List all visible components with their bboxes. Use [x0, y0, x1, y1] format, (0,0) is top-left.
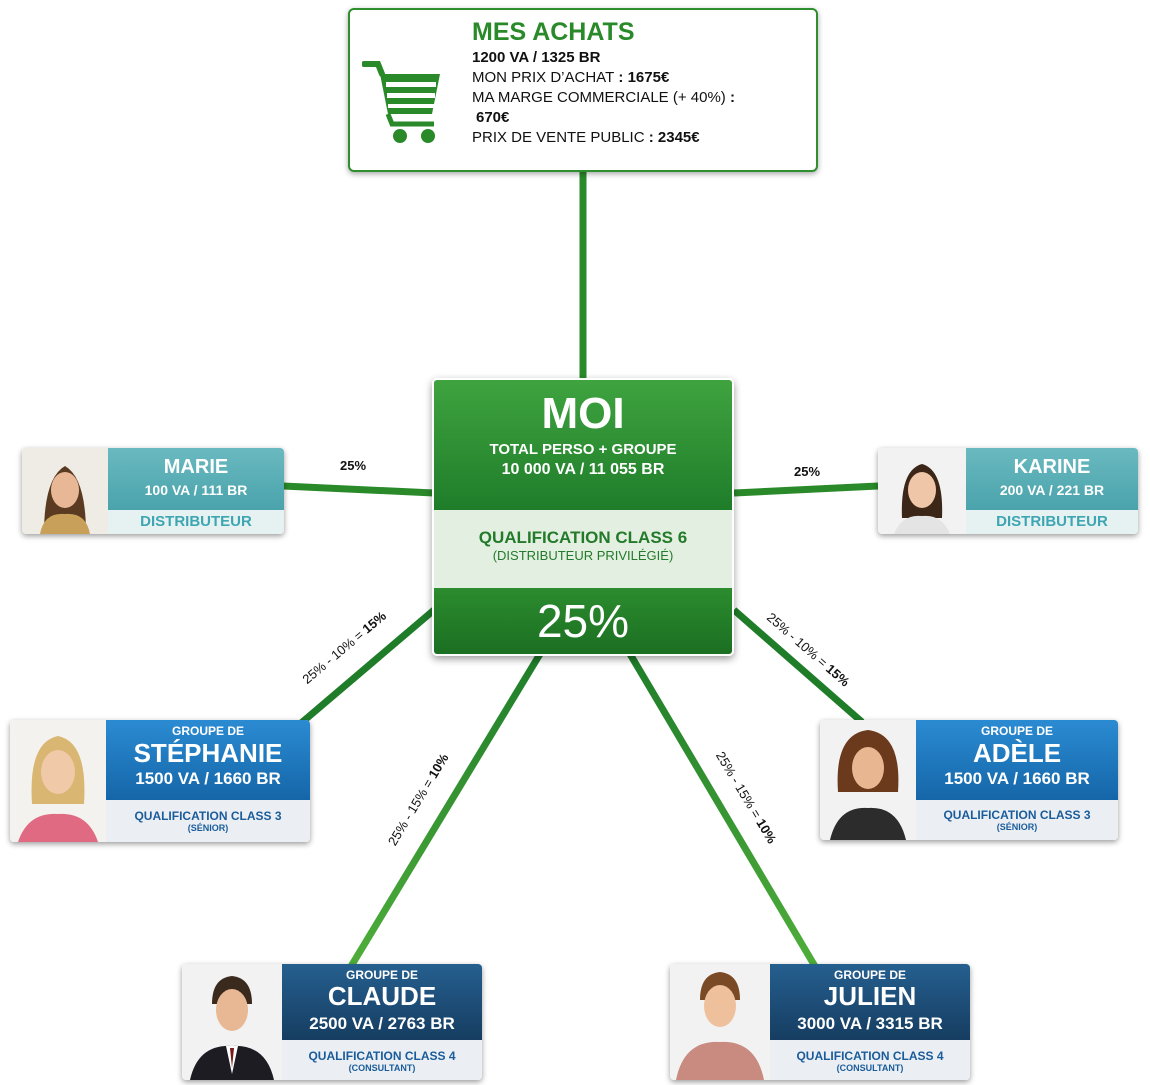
- moi-qualification: QUALIFICATION CLASS 6: [478, 528, 688, 547]
- stephanie-name: STÉPHANIE: [133, 738, 283, 768]
- avatar-julien: [670, 964, 770, 1080]
- adele-name: ADÈLE: [972, 738, 1062, 768]
- moi-qualification-sub: (DISTRIBUTEUR PRIVILÉGIÉ): [492, 548, 674, 563]
- stephanie-volume: 1500 VA / 1660 BR: [135, 769, 281, 788]
- card-karine: KARINE 200 VA / 221 BR DISTRIBUTEUR: [878, 448, 1138, 534]
- link-label-marie: 25%: [340, 458, 367, 473]
- avatar-karine: [878, 448, 966, 534]
- avatar-adele: [820, 720, 916, 840]
- card-julien: GROUPE DE JULIEN 3000 VA / 3315 BR QUALI…: [670, 964, 970, 1080]
- claude-qualification-sub: (CONSULTANT): [348, 1063, 416, 1073]
- stephanie-qualification: QUALIFICATION CLASS 3: [134, 809, 282, 823]
- purchases-box: MES ACHATS 1200 VA / 1325 BR MON PRIX D’…: [348, 8, 818, 172]
- line-adele: [731, 607, 865, 725]
- line-claude: [347, 652, 543, 970]
- purchases-volume: 1200 VA / 1325 BR: [472, 49, 601, 66]
- moi-volume: 10 000 VA / 11 055 BR: [501, 461, 665, 478]
- avatar-stephanie: [10, 720, 106, 842]
- marie-role: DISTRIBUTEUR: [108, 510, 284, 534]
- claude-prefix: GROUPE DE: [345, 968, 418, 982]
- retail-price-label: PRIX DE VENTE PUBLIC: [472, 129, 645, 146]
- julien-prefix: GROUPE DE: [833, 968, 906, 982]
- stephanie-qualification-sub: (SÉNIOR): [187, 823, 229, 833]
- karine-volume: 200 VA / 221 BR: [999, 482, 1105, 498]
- claude-name: CLAUDE: [327, 981, 437, 1011]
- adele-prefix: GROUPE DE: [980, 724, 1053, 738]
- moi-percent: 25%: [434, 588, 732, 654]
- julien-qualification-sub: (CONSULTANT): [836, 1063, 904, 1073]
- card-claude: GROUPE DE CLAUDE 2500 VA / 2763 BR QUALI…: [182, 964, 482, 1080]
- line-julien: [626, 652, 820, 970]
- marie-volume: 100 VA / 111 BR: [144, 482, 248, 498]
- card-stephanie: GROUPE DE STÉPHANIE 1500 VA / 1660 BR QU…: [10, 720, 310, 842]
- adele-qualification: QUALIFICATION CLASS 3: [943, 808, 1091, 822]
- avatar-claude: [182, 964, 282, 1080]
- marie-name: MARIE: [163, 456, 229, 478]
- karine-name: KARINE: [1013, 456, 1091, 478]
- margin-label: MA MARGE COMMERCIALE (+ 40%): [472, 89, 726, 106]
- avatar-marie: [22, 448, 108, 534]
- julien-qualification: QUALIFICATION CLASS 4: [796, 1049, 944, 1063]
- link-label-karine: 25%: [794, 464, 821, 479]
- moi-subtitle: TOTAL PERSO + GROUPE: [489, 441, 677, 458]
- claude-volume: 2500 VA / 2763 BR: [309, 1014, 455, 1033]
- purchases-title: MES ACHATS: [472, 18, 635, 46]
- julien-name: JULIEN: [823, 981, 917, 1011]
- julien-volume: 3000 VA / 3315 BR: [797, 1014, 943, 1033]
- line-stephanie: [297, 607, 437, 727]
- adele-qualification-sub: (SÉNIOR): [996, 822, 1038, 832]
- line-marie: [282, 482, 435, 497]
- adele-volume: 1500 VA / 1660 BR: [944, 769, 1090, 788]
- claude-qualification: QUALIFICATION CLASS 4: [308, 1049, 456, 1063]
- margin-value: 670€: [476, 109, 510, 126]
- shopping-cart-icon: [362, 61, 440, 143]
- line-karine: [733, 482, 879, 497]
- card-adele: GROUPE DE ADÈLE 1500 VA / 1660 BR QUALIF…: [820, 720, 1118, 840]
- stephanie-prefix: GROUPE DE: [171, 724, 244, 738]
- moi-box: MOI TOTAL PERSO + GROUPE 10 000 VA / 11 …: [432, 378, 734, 656]
- purchase-price-value: 1675€: [627, 69, 670, 86]
- card-marie: MARIE 100 VA / 111 BR DISTRIBUTEUR: [22, 448, 284, 534]
- moi-title: MOI: [541, 389, 625, 438]
- purchase-price-label: MON PRIX D’ACHAT: [472, 69, 615, 86]
- retail-price-value: 2345€: [657, 129, 700, 146]
- karine-role: DISTRIBUTEUR: [966, 510, 1138, 534]
